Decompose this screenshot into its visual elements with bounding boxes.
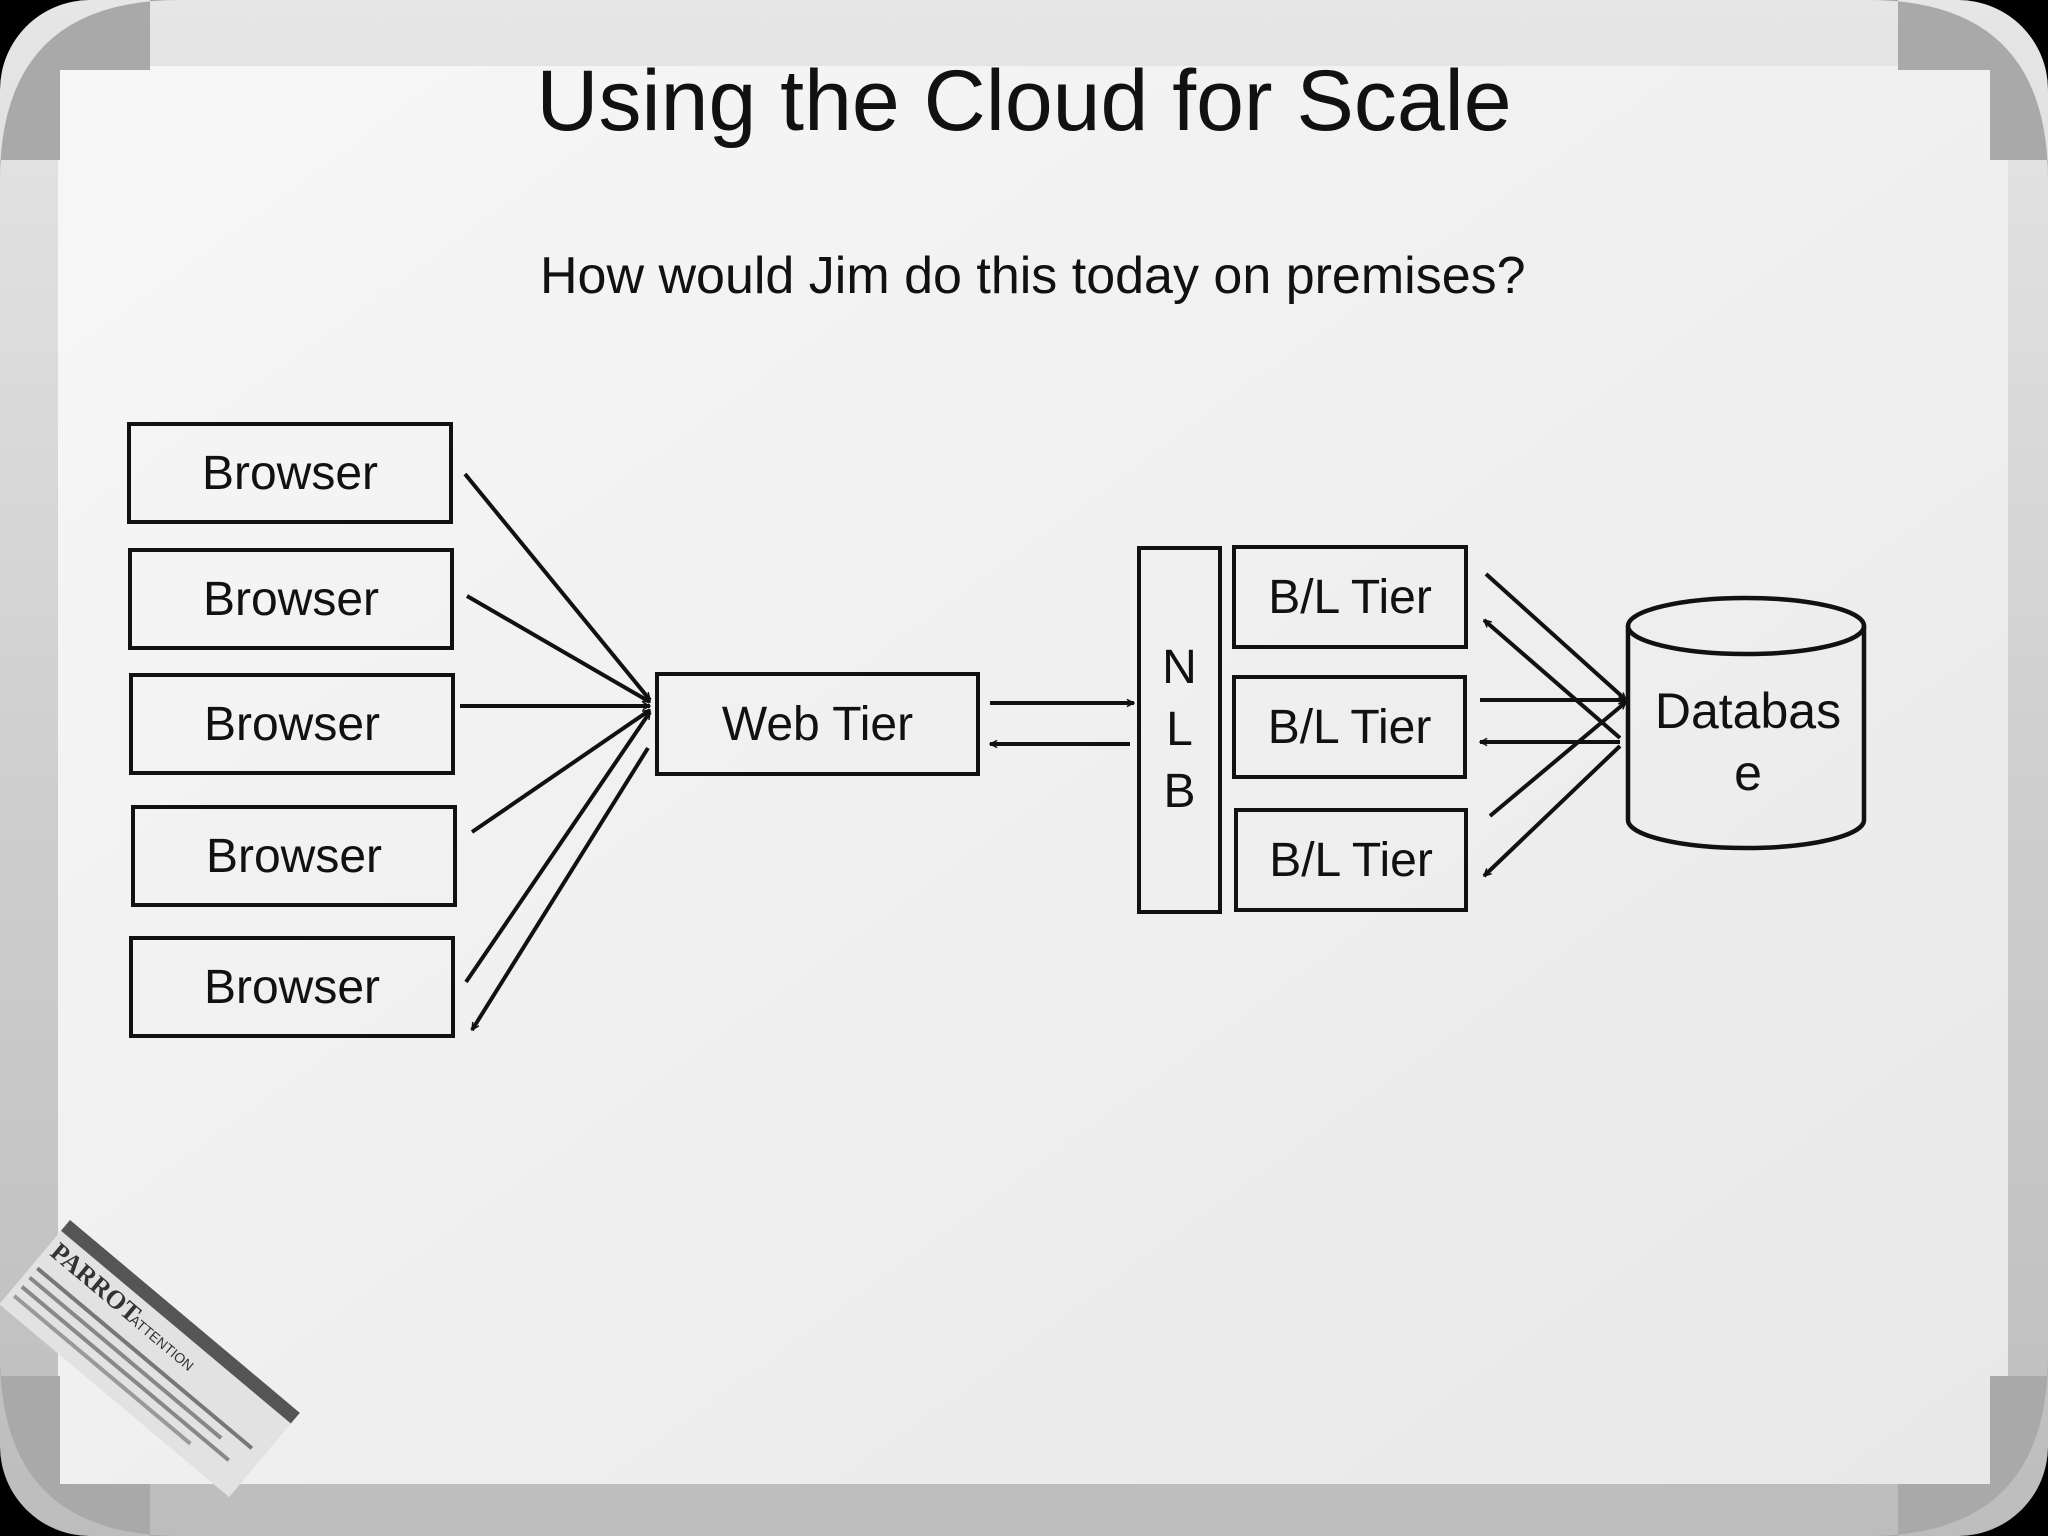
web-tier-label: Web Tier: [721, 697, 914, 751]
slide-title: Using the Cloud for Scale: [536, 53, 1512, 149]
bl-tier-box-2: B/L Tier: [1232, 675, 1467, 779]
arrow-browser4-to-web: [470, 708, 650, 834]
corner-cap-top-left: [0, 0, 180, 180]
arrows-bl-database: [1480, 572, 1628, 878]
arrow-browser1-to-web: [463, 472, 652, 702]
browser-label-4: Browser: [205, 829, 383, 883]
database-label: Databas e: [1654, 683, 1842, 801]
web-tier-box: Web Tier: [655, 672, 980, 776]
bl-tier-box-3: B/L Tier: [1234, 808, 1468, 912]
board-sticker: PARROT ATTENTION: [0, 1220, 300, 1498]
arrow-db-to-bl1: [1482, 618, 1622, 740]
bl-tier-box-1: B/L Tier: [1232, 545, 1468, 649]
browser-box-4: Browser: [131, 805, 457, 907]
bl-tier-label-2: B/L Tier: [1267, 700, 1432, 754]
arrow-browser5-to-web: [464, 712, 652, 984]
nlb-letter-n: N: [1162, 641, 1197, 694]
corner-cap-bottom-right: [1868, 1356, 2048, 1536]
browser-box-3: Browser: [129, 673, 455, 775]
nlb-letter-l: L: [1166, 703, 1193, 756]
browser-label-1: Browser: [201, 446, 379, 500]
browser-label-3: Browser: [203, 697, 381, 751]
browser-box-2: Browser: [128, 548, 454, 650]
arrow-bl3-to-db: [1488, 700, 1628, 818]
arrows-browsers-to-web: [460, 472, 652, 1030]
database-cylinder: [1625, 595, 1867, 851]
nlb-box: N L B: [1137, 546, 1222, 914]
arrow-db-to-bl3: [1482, 744, 1622, 878]
corner-cap-bottom-left: [0, 1356, 180, 1536]
board-surface: [58, 66, 2008, 1484]
browser-label-2: Browser: [202, 572, 380, 626]
arrows-web-nlb: [990, 703, 1134, 744]
browser-label-5: Browser: [203, 960, 381, 1014]
bl-tier-label-1: B/L Tier: [1268, 570, 1432, 624]
arrow-bl1-to-db: [1484, 572, 1628, 702]
arrow-browser2-to-web: [465, 594, 650, 704]
browser-box-1: Browser: [127, 422, 453, 524]
browser-box-5: Browser: [129, 936, 455, 1038]
corner-cap-top-right: [1868, 0, 2048, 180]
slide-subtitle: How would Jim do this today on premises?: [540, 247, 1526, 305]
arrow-web-to-browser5: [470, 746, 650, 1030]
nlb-letter-b: B: [1163, 765, 1196, 818]
bl-tier-label-3: B/L Tier: [1269, 833, 1433, 887]
